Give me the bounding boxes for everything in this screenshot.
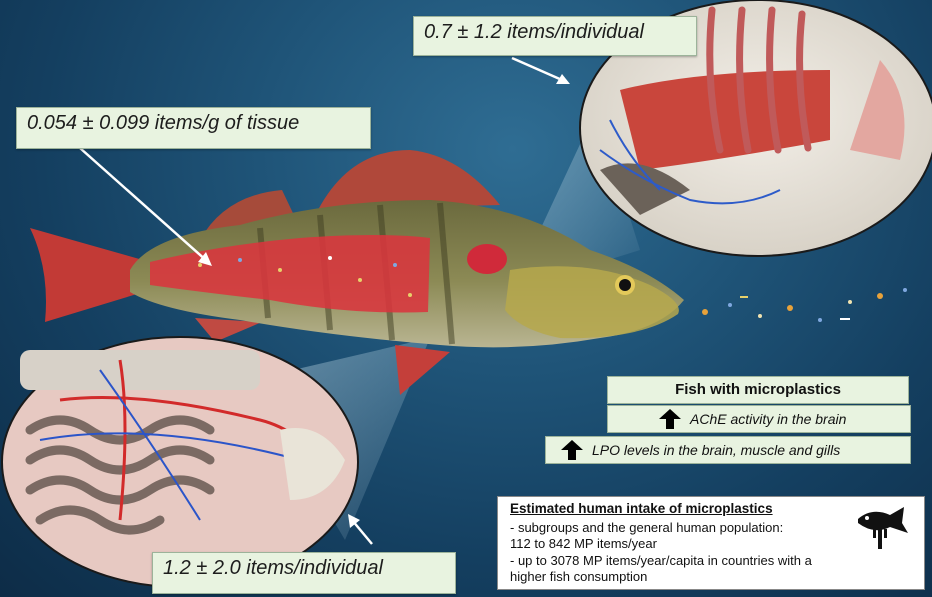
microplastic-particles bbox=[198, 256, 907, 322]
effects-title: Fish with microplastics bbox=[607, 376, 909, 404]
tail-fin bbox=[30, 228, 150, 322]
effect-lpo-text: LPO levels in the brain, muscle and gill… bbox=[592, 442, 841, 458]
fish-head bbox=[505, 266, 679, 339]
muscle-concentration-label: 0.054 ± 0.099 items/g of tissue bbox=[16, 107, 371, 149]
fish-pupil bbox=[619, 279, 631, 291]
intake-line-3: - up to 3078 MP items/year/capita in cou… bbox=[510, 553, 812, 568]
intake-line-4: higher fish consumption bbox=[510, 569, 648, 584]
effect-lpo: LPO levels in the brain, muscle and gill… bbox=[545, 436, 911, 464]
anal-fin bbox=[195, 318, 262, 342]
intake-line-1: - subgroups and the general human popula… bbox=[510, 520, 784, 535]
effect-ache-text: AChE activity in the brain bbox=[690, 411, 847, 427]
fish-fork-icon bbox=[858, 507, 908, 549]
pointer-arrows bbox=[79, 56, 570, 545]
dorsal-fin-front bbox=[318, 150, 500, 210]
up-arrow-icon bbox=[659, 409, 681, 429]
gut-inset bbox=[1, 336, 359, 588]
gill-concentration-label: 0.7 ± 1.2 items/individual bbox=[413, 16, 697, 56]
gut-concentration-label: 1.2 ± 2.0 items/individual bbox=[152, 552, 456, 594]
intake-line-2: 112 to 842 MP items/year bbox=[510, 536, 657, 551]
gill-inset bbox=[579, 0, 932, 257]
effect-ache: AChE activity in the brain bbox=[607, 405, 911, 433]
intake-title: Estimated human intake of microplastics bbox=[510, 501, 773, 516]
human-intake-box: Estimated human intake of microplastics … bbox=[497, 496, 925, 590]
pelvic-fin bbox=[395, 345, 450, 395]
up-arrow-icon bbox=[561, 440, 583, 460]
muscle-tissue bbox=[150, 235, 430, 313]
gill-spot bbox=[467, 244, 507, 274]
